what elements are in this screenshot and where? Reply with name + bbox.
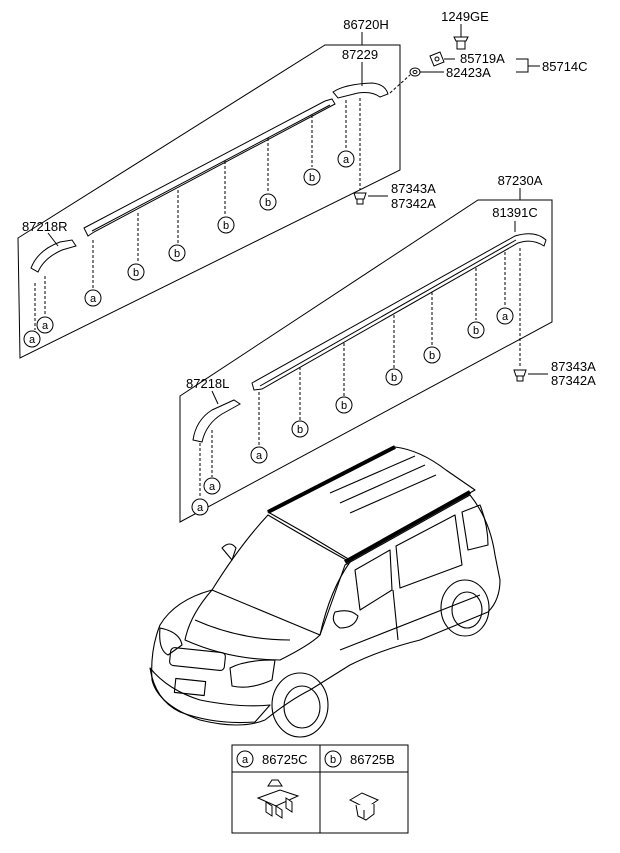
lower-roof-rail[interactable] bbox=[251, 233, 547, 391]
upper-callout-a-3: a bbox=[84, 289, 102, 307]
label-87218l[interactable]: 87218L bbox=[186, 376, 229, 391]
lower-callout-b-3: b bbox=[385, 368, 403, 386]
upper-rail-rear-cap[interactable] bbox=[30, 239, 77, 273]
upper-callout-b-5: b bbox=[303, 168, 321, 186]
label-87342a-upper[interactable]: 87342A bbox=[391, 196, 436, 211]
upper-group-outline bbox=[17, 44, 401, 359]
svg-text:b: b bbox=[341, 400, 347, 412]
upper-rail-group: a a a b b b b b bbox=[17, 9, 588, 359]
label-82423a[interactable]: 82423A bbox=[446, 65, 491, 80]
svg-text:a: a bbox=[256, 450, 263, 462]
svg-text:b: b bbox=[174, 248, 180, 260]
screw-1249ge[interactable] bbox=[453, 36, 469, 50]
upper-callout-a-2: a bbox=[36, 316, 54, 334]
label-81391c[interactable]: 81391C bbox=[492, 205, 538, 220]
lower-rail-group: a a a b b b b b bbox=[179, 173, 596, 523]
svg-text:b: b bbox=[223, 220, 229, 232]
clip-86725b-icon bbox=[348, 792, 380, 821]
label-87343a-lower[interactable]: 87343A bbox=[551, 359, 596, 374]
svg-text:b: b bbox=[297, 424, 303, 436]
lower-group-outline bbox=[179, 199, 553, 523]
upper-callout-b-3: b bbox=[217, 216, 235, 234]
upper-rail-nut[interactable] bbox=[353, 192, 367, 205]
upper-callout-b-4: b bbox=[259, 193, 277, 211]
vehicle-roof-rail-right bbox=[344, 490, 471, 564]
label-87218r[interactable]: 87218R bbox=[22, 219, 68, 234]
legend-part-86725c: 86725C bbox=[262, 752, 308, 767]
lower-callout-b-2: b bbox=[335, 396, 353, 414]
svg-text:a: a bbox=[197, 502, 204, 514]
washer-82423a[interactable] bbox=[409, 67, 421, 77]
vehicle-roof-rail-left bbox=[267, 445, 396, 514]
label-85719a[interactable]: 85719A bbox=[460, 51, 505, 66]
lower-callout-a-3: a bbox=[250, 446, 268, 464]
svg-text:a: a bbox=[242, 754, 249, 766]
svg-text:b: b bbox=[133, 267, 139, 279]
svg-text:a: a bbox=[29, 334, 36, 346]
bracket-85719a[interactable] bbox=[429, 51, 445, 67]
lower-callout-a-2: a bbox=[203, 477, 221, 495]
lower-callout-b-4: b bbox=[423, 346, 441, 364]
svg-text:b: b bbox=[309, 172, 315, 184]
label-86720h[interactable]: 86720H bbox=[343, 17, 389, 32]
vehicle-front-wheel bbox=[271, 672, 329, 738]
label-1249ge[interactable]: 1249GE bbox=[441, 9, 489, 24]
legend-item-a[interactable]: a 86725C bbox=[236, 750, 308, 768]
svg-text:b: b bbox=[473, 325, 479, 337]
svg-text:b: b bbox=[391, 372, 397, 384]
svg-text:a: a bbox=[90, 293, 97, 305]
upper-callout-b-1: b bbox=[127, 263, 145, 281]
upper-callout-b-2: b bbox=[168, 244, 186, 262]
lower-callout-b-1: b bbox=[291, 420, 309, 438]
legend-part-86725b: 86725B bbox=[350, 752, 395, 767]
lower-callout-b-5: b bbox=[467, 321, 485, 339]
label-85714c[interactable]: 85714C bbox=[542, 59, 588, 74]
svg-text:b: b bbox=[265, 197, 271, 209]
label-87343a-upper[interactable]: 87343A bbox=[391, 181, 436, 196]
svg-text:b: b bbox=[330, 754, 336, 766]
upper-rail-front-cap[interactable] bbox=[332, 82, 389, 99]
svg-text:a: a bbox=[343, 154, 350, 166]
label-87230a[interactable]: 87230A bbox=[498, 173, 543, 188]
lower-rail-rear-cap[interactable] bbox=[192, 399, 241, 443]
svg-text:a: a bbox=[502, 311, 509, 323]
upper-callout-a-1: a bbox=[23, 330, 41, 348]
lower-rail-nut[interactable] bbox=[513, 369, 527, 382]
upper-callout-a-4: a bbox=[337, 150, 355, 168]
svg-text:a: a bbox=[209, 481, 216, 493]
legend-table: a 86725C b 86725B bbox=[231, 744, 409, 834]
vehicle-rear-wheel bbox=[440, 579, 490, 637]
lower-callout-a-4: a bbox=[496, 307, 514, 325]
legend-item-b[interactable]: b 86725B bbox=[324, 750, 395, 768]
svg-text:b: b bbox=[429, 350, 435, 362]
svg-text:a: a bbox=[42, 320, 49, 332]
clip-86725c-icon bbox=[256, 779, 300, 819]
vehicle-illustration bbox=[149, 445, 501, 738]
label-87342a-lower[interactable]: 87342A bbox=[551, 373, 596, 388]
label-87229[interactable]: 87229 bbox=[342, 47, 378, 62]
lower-callout-a-1: a bbox=[191, 498, 209, 516]
